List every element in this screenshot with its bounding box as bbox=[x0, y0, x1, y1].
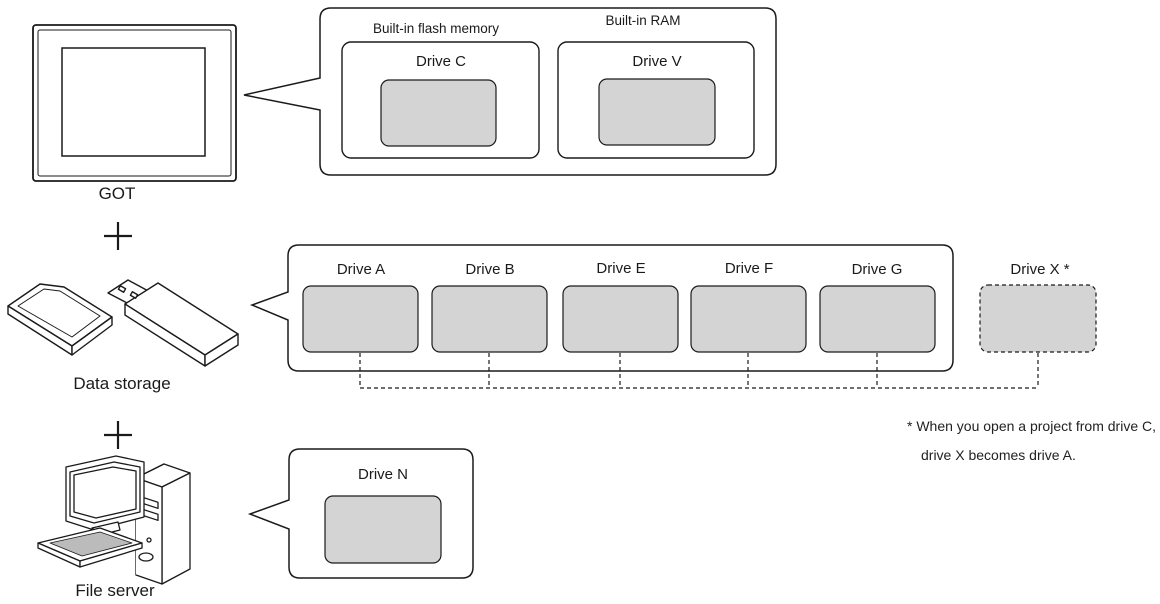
drive-g-box bbox=[819, 285, 936, 353]
drive-a-box bbox=[302, 285, 419, 353]
sd-card-icon bbox=[7, 283, 113, 356]
drive-x-label: Drive X * bbox=[1010, 261, 1070, 278]
got-device-icon bbox=[32, 24, 237, 182]
data-storage-label: Data storage bbox=[73, 374, 171, 393]
note-line-1: * When you open a project from drive C, bbox=[907, 418, 1157, 434]
plus-icon bbox=[104, 222, 132, 250]
got-label: GOT bbox=[98, 184, 136, 203]
drive-a-label: Drive A bbox=[336, 261, 386, 278]
drive-g-label: Drive G bbox=[851, 261, 903, 278]
drive-v-label: Drive V bbox=[632, 53, 682, 70]
plus-icon bbox=[104, 421, 132, 449]
drive-c-label: Drive C bbox=[415, 53, 467, 70]
drive-n-box bbox=[324, 495, 442, 564]
drive-e-box bbox=[562, 285, 679, 353]
drive-n-label: Drive N bbox=[357, 466, 409, 483]
file-server-label: File server bbox=[75, 581, 155, 600]
drive-x-dashed-link bbox=[359, 353, 1039, 389]
drive-b-label: Drive B bbox=[465, 261, 515, 278]
drive-f-box bbox=[690, 285, 807, 353]
drive-e-label: Drive E bbox=[596, 260, 646, 277]
note-line-2: drive X becomes drive A. bbox=[921, 447, 1076, 463]
storage-drive-boxes bbox=[302, 285, 936, 353]
usb-stick-icon bbox=[107, 279, 239, 367]
flash-memory-label: Built-in flash memory bbox=[372, 21, 500, 36]
drive-v-box bbox=[598, 78, 716, 146]
ram-label: Built-in RAM bbox=[605, 13, 681, 28]
file-server-icon bbox=[37, 455, 191, 585]
drive-b-box bbox=[431, 285, 548, 353]
drive-x-box bbox=[979, 284, 1097, 353]
drive-f-label: Drive F bbox=[724, 260, 774, 277]
drive-c-box bbox=[380, 79, 497, 147]
